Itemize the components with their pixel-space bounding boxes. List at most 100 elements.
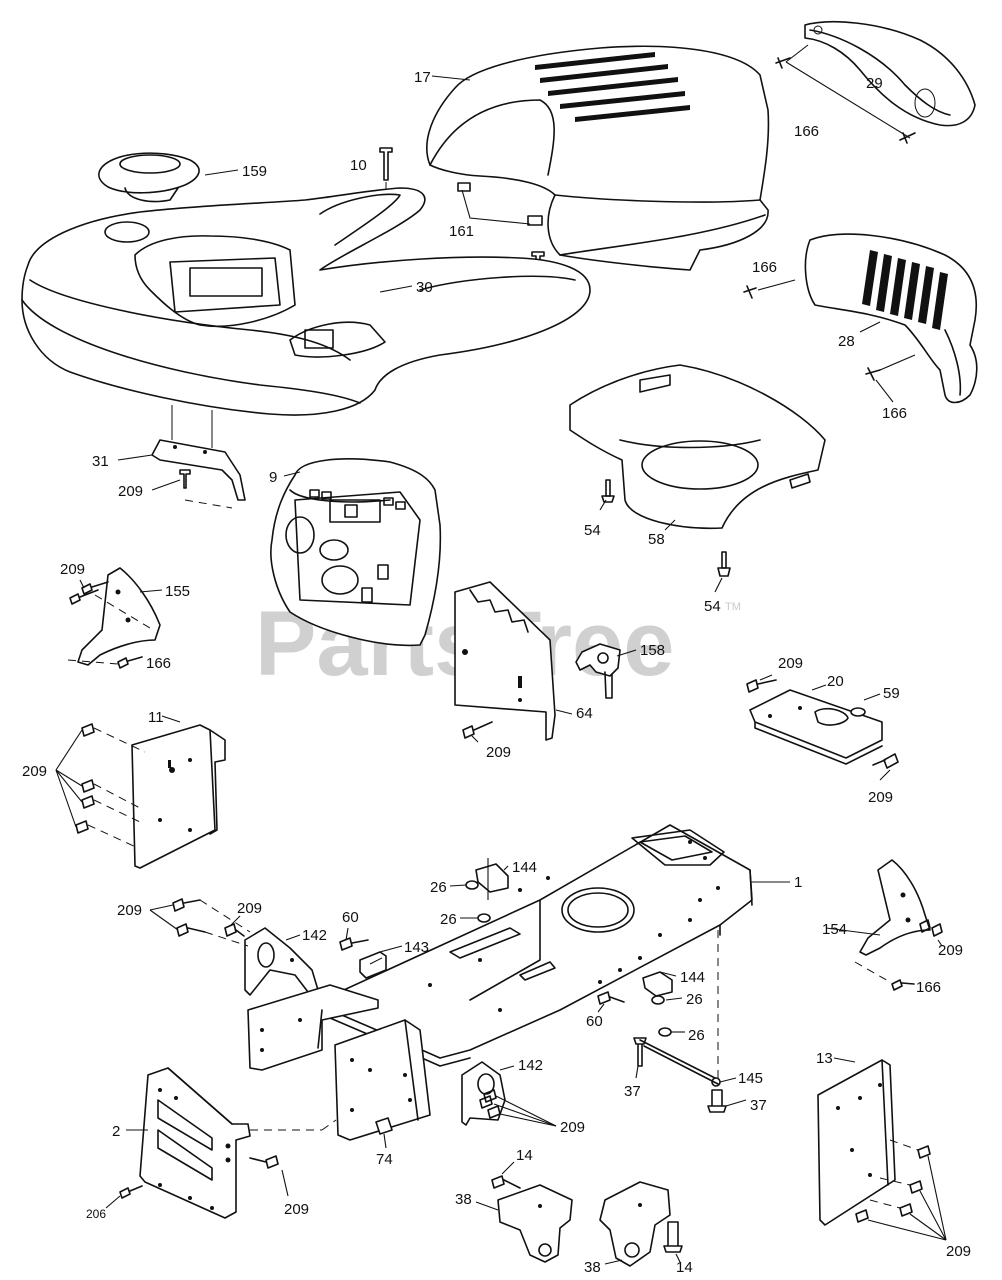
- callout-14-right: 14: [676, 1259, 693, 1276]
- callout-28: 28: [838, 333, 855, 350]
- callout-38-right: 38: [584, 1259, 601, 1276]
- callout-1: 1: [794, 874, 802, 891]
- callout-159: 159: [242, 163, 267, 180]
- callout-26-b: 26: [440, 911, 457, 928]
- callout-209-13: 209: [946, 1243, 971, 1260]
- callout-37-a: 37: [624, 1083, 641, 1100]
- callout-31: 31: [92, 453, 109, 470]
- part-29-bumper: [804, 20, 976, 127]
- part-28-grille: [804, 233, 978, 404]
- part-30-fender: [21, 187, 591, 416]
- bolt-60-upper: [339, 937, 369, 951]
- callout-209-142-right: 209: [237, 900, 262, 917]
- screw-54-lower: [717, 551, 731, 577]
- callout-144-upper: 144: [512, 859, 537, 876]
- callout-166-155: 166: [146, 655, 171, 672]
- callout-59: 59: [883, 685, 900, 702]
- bolt-37-a: [633, 1037, 647, 1067]
- bolts-209-142-upper: [172, 898, 245, 937]
- callout-37-b: 37: [750, 1097, 767, 1114]
- callout-13: 13: [816, 1050, 833, 1067]
- part-9-console: [270, 458, 442, 647]
- callout-14-left: 14: [516, 1147, 533, 1164]
- callout-142-lower: 142: [518, 1057, 543, 1074]
- bolts-209-154: [919, 919, 943, 937]
- hood-vent-slots: [535, 52, 690, 122]
- callout-60-lower: 60: [586, 1013, 603, 1030]
- screw-54-upper: [601, 479, 615, 503]
- callout-154: 154: [822, 921, 847, 938]
- bolts-209-11: [75, 723, 95, 834]
- nut-26-b: [477, 913, 491, 923]
- callout-142-upper: 142: [302, 927, 327, 944]
- part-64-plate: [454, 581, 556, 741]
- part-1-frame: [321, 824, 753, 1067]
- part-38-bracket-left: [497, 1184, 573, 1263]
- part-31-bracket: [151, 405, 246, 501]
- callout-209-20-top: 209: [778, 655, 803, 672]
- callout-60-upper: 60: [342, 909, 359, 926]
- rear-frame-plate: [247, 984, 379, 1071]
- callout-209-20-bottom: 209: [868, 789, 893, 806]
- nut-74: [375, 1117, 393, 1135]
- bolt-60-lower: [597, 991, 625, 1005]
- bolts-209-13: [855, 1145, 931, 1223]
- part-154-bracket: [859, 859, 931, 956]
- console-switches: [309, 489, 406, 510]
- nut-26-c: [651, 995, 665, 1005]
- part-58-shroud: [569, 364, 826, 530]
- callout-143: 143: [404, 939, 429, 956]
- bolt-209-2: [249, 1155, 279, 1169]
- bolt-209-20-top: [746, 679, 777, 693]
- part-38-bracket-right: [599, 1181, 671, 1267]
- callout-74: 74: [376, 1151, 393, 1168]
- watermark-tm: TM: [725, 601, 741, 613]
- part-145-rod: [639, 1039, 721, 1087]
- callout-17: 17: [414, 69, 431, 86]
- nut-59: [850, 707, 866, 717]
- callout-58: 58: [648, 531, 665, 548]
- nut-26-a: [465, 880, 479, 890]
- callout-54-upper: 54: [584, 522, 601, 539]
- callout-166-grille-top: 166: [752, 259, 777, 276]
- callout-30: 30: [416, 279, 433, 296]
- callout-26-d: 26: [688, 1027, 705, 1044]
- callout-144-lower: 144: [680, 969, 705, 986]
- callout-209-142-lower: 209: [560, 1119, 585, 1136]
- callout-38-left: 38: [455, 1191, 472, 1208]
- callout-209-142-left: 209: [117, 902, 142, 919]
- part-144-clip-lower: [642, 971, 673, 997]
- callout-20: 20: [827, 673, 844, 690]
- bolt-209-155: [69, 581, 109, 605]
- callout-29: 29: [866, 75, 883, 92]
- part-2-bracket: [139, 1067, 251, 1219]
- part-17-hood: [426, 45, 770, 271]
- callout-209-154: 209: [938, 942, 963, 959]
- bolt-209-64: [462, 721, 493, 739]
- part-159-cupholder: [98, 152, 200, 203]
- callout-155: 155: [165, 583, 190, 600]
- callout-64: 64: [576, 705, 593, 722]
- callout-158: 158: [640, 642, 665, 659]
- callout-54-lower: 54: [704, 598, 721, 615]
- callout-209-2: 209: [284, 1201, 309, 1218]
- callout-2: 2: [112, 1123, 120, 1140]
- callout-9: 9: [269, 469, 277, 486]
- bolt-209-bracket: [179, 469, 191, 489]
- callout-209-11: 209: [22, 763, 47, 780]
- callout-209-64: 209: [486, 744, 511, 761]
- callout-209-155: 209: [60, 561, 85, 578]
- callout-161: 161: [449, 223, 474, 240]
- part-155-bracket: [77, 567, 161, 666]
- nut-26-d: [658, 1027, 672, 1037]
- part-144-clip-upper: [475, 863, 509, 893]
- callout-209-bracket: 209: [118, 483, 143, 500]
- callout-206: 206: [86, 1207, 106, 1221]
- callout-11: 11: [148, 709, 164, 726]
- part-20-plate: [749, 689, 883, 765]
- bolt-37-b: [707, 1089, 727, 1113]
- part-11-plate: [131, 724, 226, 869]
- callout-145: 145: [738, 1070, 763, 1087]
- callout-166-top: 166: [794, 123, 819, 140]
